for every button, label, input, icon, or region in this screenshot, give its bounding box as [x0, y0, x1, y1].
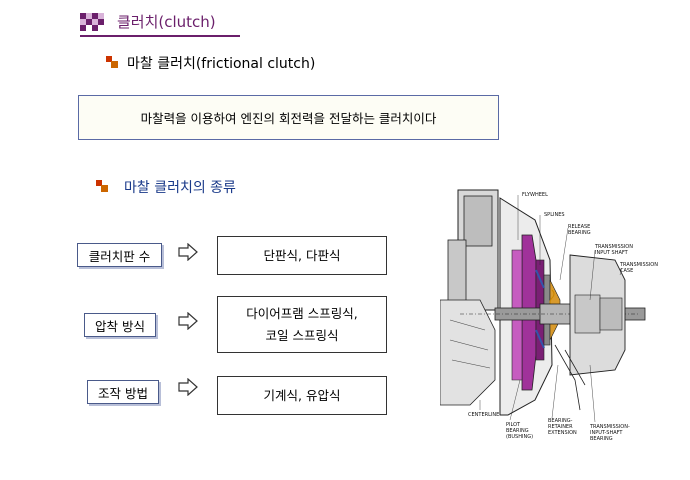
category-label-pressure-method: 압착 방식 — [84, 313, 156, 337]
value-box-operation-method: 기계식, 유압식 — [217, 376, 387, 415]
label-release-bearing-1: RELEASE — [568, 224, 590, 230]
label-pilot-1: PILOT — [506, 422, 521, 428]
label-retainer-1: BEARING- — [548, 418, 573, 424]
title-checker-icon — [80, 13, 104, 31]
label-centerline: CENTERLINE — [468, 412, 499, 418]
label-release-bearing-2: BEARING — [568, 230, 591, 236]
section-bullet-icon — [96, 180, 110, 193]
label-pilot-2: BEARING — [506, 428, 529, 434]
label-retainer-3: EXTENSION — [548, 430, 577, 436]
category-label-operation-method: 조작 방법 — [87, 380, 159, 404]
arrow-right-icon — [178, 378, 198, 396]
value-box-plate-count: 단판식, 다판식 — [217, 236, 387, 275]
definition-box: 마찰력을 이용하여 엔진의 회전력을 전달하는 클러치이다 — [78, 95, 499, 140]
label-transmission-case-1: TRANSMISSION — [619, 262, 658, 268]
label-transmission-input-2: INPUT SHAFT — [595, 250, 629, 256]
label-retainer-2: RETAINER — [548, 424, 573, 430]
title-underline — [80, 35, 240, 37]
section-heading-clutch-types: 마찰 클러치의 종류 — [124, 180, 236, 196]
definition-text: 마찰력을 이용하여 엔진의 회전력을 전달하는 클러치이다 — [140, 111, 437, 126]
value-text: 다이어프램 스프링식, — [246, 305, 358, 321]
label-tis-bearing-3: BEARING — [590, 436, 613, 442]
value-text: 코일 스프링식 — [265, 327, 339, 343]
arrow-right-icon — [178, 312, 198, 330]
value-text: 기계식, 유압식 — [263, 387, 341, 403]
label-tis-bearing-2: INPUT-SHAFT — [590, 430, 623, 436]
label-transmission-case-2: CASE — [620, 268, 633, 274]
arrow-right-icon — [178, 243, 198, 261]
section-bullet-icon — [106, 56, 120, 69]
value-box-pressure-method: 다이어프램 스프링식, 코일 스프링식 — [217, 296, 387, 353]
label-splines: SPLINES — [544, 212, 565, 218]
label-flywheel: FLYWHEEL — [522, 192, 548, 198]
clutch-cross-section-diagram: FLYWHEEL SPLINES RELEASE BEARING TRANSMI… — [440, 189, 658, 442]
label-transmission-input-1: TRANSMISSION — [594, 244, 633, 250]
page-title: 클러치(clutch) — [117, 13, 216, 31]
label-pilot-3: (BUSHING) — [506, 434, 533, 440]
label-tis-bearing-1: TRANSMISSION- — [589, 424, 630, 430]
section-heading-friction-clutch: 마찰 클러치(frictional clutch) — [127, 56, 316, 72]
category-label-plate-count: 클러치판 수 — [77, 243, 162, 267]
value-text: 단판식, 다판식 — [263, 247, 341, 263]
